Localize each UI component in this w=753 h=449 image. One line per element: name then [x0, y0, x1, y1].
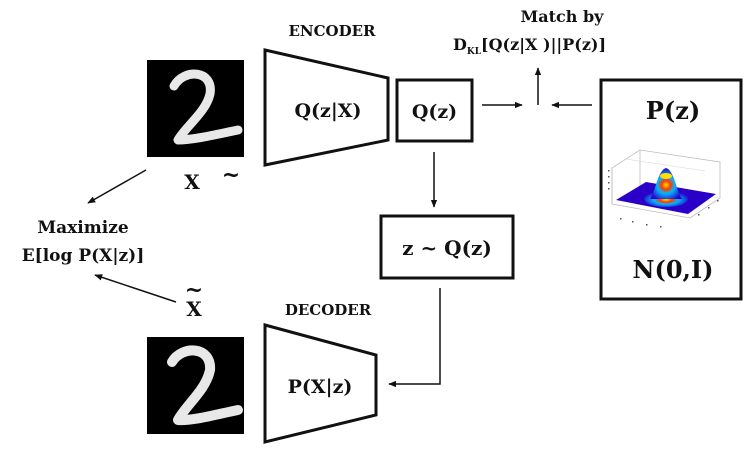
- kl-d: D: [453, 35, 467, 54]
- arrow-recon-to-objective: [94, 274, 177, 303]
- latent-q-box: [395, 78, 474, 143]
- kl-subscript: KL: [467, 47, 482, 57]
- input-x-label: X: [184, 170, 200, 194]
- recon-tilde: ~: [185, 277, 203, 303]
- kl-divergence-label: DKL[Q(z|X )||P(z)]: [453, 35, 606, 57]
- prior-distribution: N(0,I): [633, 255, 714, 284]
- prior-label: P(z): [646, 96, 700, 125]
- kl-expression: [Q(z|X )||P(z)]: [481, 35, 606, 54]
- sample-label: z ~ Q(z): [402, 236, 492, 260]
- encoder-label: Q(z|X): [295, 100, 362, 122]
- match-heading: Match by: [521, 7, 605, 26]
- encoder-trapezoid: [263, 48, 390, 167]
- input-tilde: ~: [222, 162, 240, 188]
- objective-expression: E[log P(X|z)]: [22, 246, 145, 266]
- decoder-label: P(X|z): [288, 376, 353, 398]
- input-digit-image: [147, 60, 244, 157]
- decoder-trapezoid: [263, 323, 378, 444]
- recon-x-label: X: [186, 297, 202, 321]
- decoder-heading: DECODER: [285, 301, 372, 319]
- arrow-input-to-objective: [87, 169, 147, 204]
- latent-q-label: Q(z): [412, 101, 457, 123]
- reconstructed-digit-image: [147, 337, 244, 434]
- gaussian-surface-plot: [608, 149, 721, 228]
- encoder-heading: ENCODER: [288, 22, 376, 40]
- sample-box: [379, 214, 515, 280]
- objective-heading: Maximize: [37, 218, 129, 238]
- arrow-sample-to-decoder: [388, 288, 441, 388]
